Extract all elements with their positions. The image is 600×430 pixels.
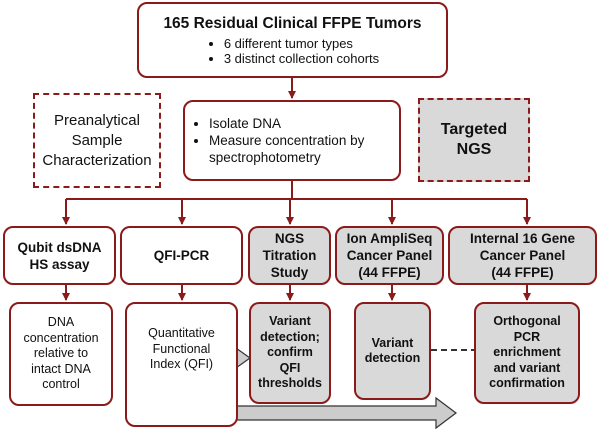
result-ngs-titration: Variant detection; confirm QFI threshold… <box>249 302 331 404</box>
cohort-bullet: 6 different tumor types <box>224 36 379 51</box>
preanalytical-box: Preanalytical Sample Characterization <box>33 93 161 188</box>
isolate-bullets: Isolate DNA Measure concentration by spe… <box>185 115 399 166</box>
assay-ion-ampliseq: Ion AmpliSeq Cancer Panel (44 FFPE) <box>335 226 444 285</box>
assay-ngs-titration: NGS Titration Study <box>248 226 331 285</box>
isolate-bullet: Measure concentration by spectrophotomet… <box>209 132 393 166</box>
assay-qubit: Qubit dsDNA HS assay <box>3 226 116 285</box>
result-ion-ampliseq: Variant detection <box>354 302 431 400</box>
result-qfi: Quantitative Functional Index (QFI) <box>125 302 238 427</box>
block-arrow-qfi-to-internal <box>210 396 457 430</box>
result-internal-16-gene: Orthogonal PCR enrichment and variant co… <box>474 302 580 404</box>
cohort-title: 165 Residual Clinical FFPE Tumors <box>163 14 422 32</box>
tumor-cohort-box: 165 Residual Clinical FFPE Tumors 6 diff… <box>137 2 448 78</box>
targeted-ngs-box: Targeted NGS <box>418 98 530 182</box>
isolate-bullet: Isolate DNA <box>209 115 393 132</box>
assay-internal-16-gene: Internal 16 Gene Cancer Panel (44 FFPE) <box>448 226 597 285</box>
isolate-dna-box: Isolate DNA Measure concentration by spe… <box>183 100 401 181</box>
cohort-bullets: 6 different tumor types 3 distinct colle… <box>206 36 379 66</box>
assay-qfi-pcr: QFI-PCR <box>120 226 243 285</box>
cohort-bullet: 3 distinct collection cohorts <box>224 51 379 66</box>
result-qubit: DNA concentration relative to intact DNA… <box>9 302 113 406</box>
